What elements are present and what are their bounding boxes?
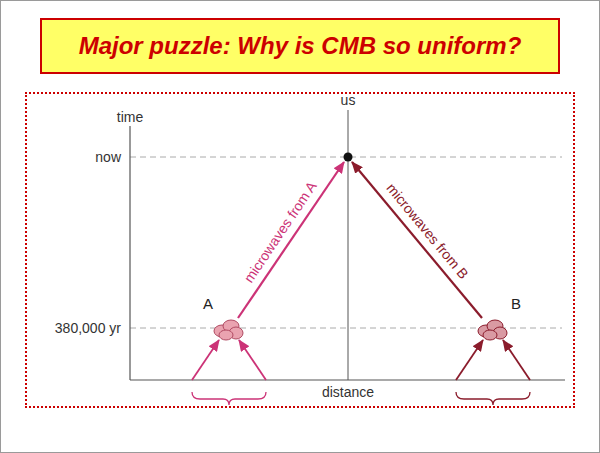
region-label: A (203, 296, 213, 311)
axis-label: distance (322, 385, 374, 399)
title-box: Major puzzle: Why is CMB so uniform? (40, 18, 560, 74)
incoming-arrow (192, 340, 219, 380)
region-label: B (511, 296, 521, 311)
incoming-arrow (503, 340, 530, 380)
incoming-arrow (456, 340, 483, 380)
dotted-panel (25, 92, 575, 408)
plasma-clump (483, 330, 497, 340)
brace (456, 392, 530, 405)
microwave-arrow (238, 162, 344, 318)
brace (192, 392, 266, 405)
arrow-label: microwaves from A (241, 179, 319, 285)
incoming-arrow (239, 340, 266, 380)
plasma-blob (211, 316, 245, 342)
plasma-clump (219, 330, 233, 340)
microwave-arrow (352, 162, 482, 318)
plasma-region: B (475, 316, 509, 342)
slide-title: Major puzzle: Why is CMB so uniform? (79, 32, 522, 60)
plasma-region: A (211, 316, 245, 342)
arrow-label: microwaves from B (385, 181, 472, 282)
axis-label: time (117, 110, 143, 124)
time-label: now (95, 150, 121, 164)
observer-dot (344, 153, 353, 162)
axis-label: us (341, 93, 356, 107)
us-worldline (348, 110, 349, 380)
plasma-blob (475, 316, 509, 342)
time-label: 380,000 yr (55, 321, 121, 335)
time-axis (129, 126, 130, 380)
